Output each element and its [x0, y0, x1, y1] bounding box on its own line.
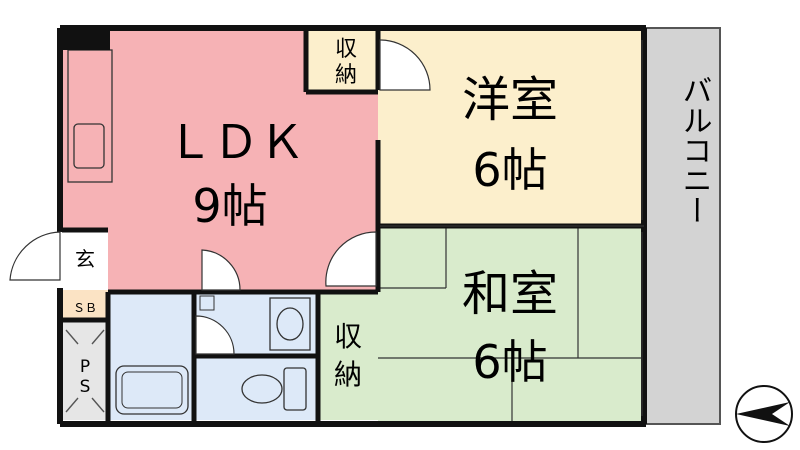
western-name: 洋室	[462, 72, 558, 128]
ldk-corner-block	[60, 26, 110, 50]
western-room	[378, 28, 644, 226]
balcony-label: バルコニー	[677, 75, 712, 225]
toilet	[241, 367, 307, 411]
western-size: 6帖	[472, 143, 547, 197]
entrance-label: 玄	[75, 247, 95, 271]
tatami-lines	[378, 226, 644, 422]
door-swings	[9, 39, 431, 355]
pipe-space-marks	[65, 329, 105, 413]
shoe-box-area	[62, 290, 108, 320]
ldk-name: ＬＤＫ	[167, 115, 305, 169]
sliding-doors	[380, 40, 644, 416]
wash-basin	[269, 297, 311, 351]
ldk-size: 9帖	[192, 179, 267, 233]
japanese-room	[378, 226, 644, 422]
laundry-spot	[199, 295, 215, 311]
bathtub	[115, 365, 189, 415]
storage-mid-line1: 収	[334, 320, 362, 353]
japanese-size: 6帖	[472, 335, 547, 389]
balcony-area	[645, 27, 721, 425]
storage-top-area	[308, 28, 376, 90]
entrance-area	[62, 230, 108, 290]
storage-top-line1: 収	[335, 37, 357, 62]
compass-icon	[735, 385, 793, 443]
japanese-name: 和室	[462, 266, 558, 322]
storage-mid-line2: 納	[334, 358, 362, 391]
shoe-box-label: ＳＢ	[73, 301, 97, 315]
pipe-space-line2: S	[80, 377, 91, 397]
storage-mid-area	[318, 292, 378, 420]
storage-top-line2: 納	[335, 63, 357, 88]
pipe-space-area	[62, 322, 108, 420]
pipe-space-line1: P	[80, 357, 90, 377]
